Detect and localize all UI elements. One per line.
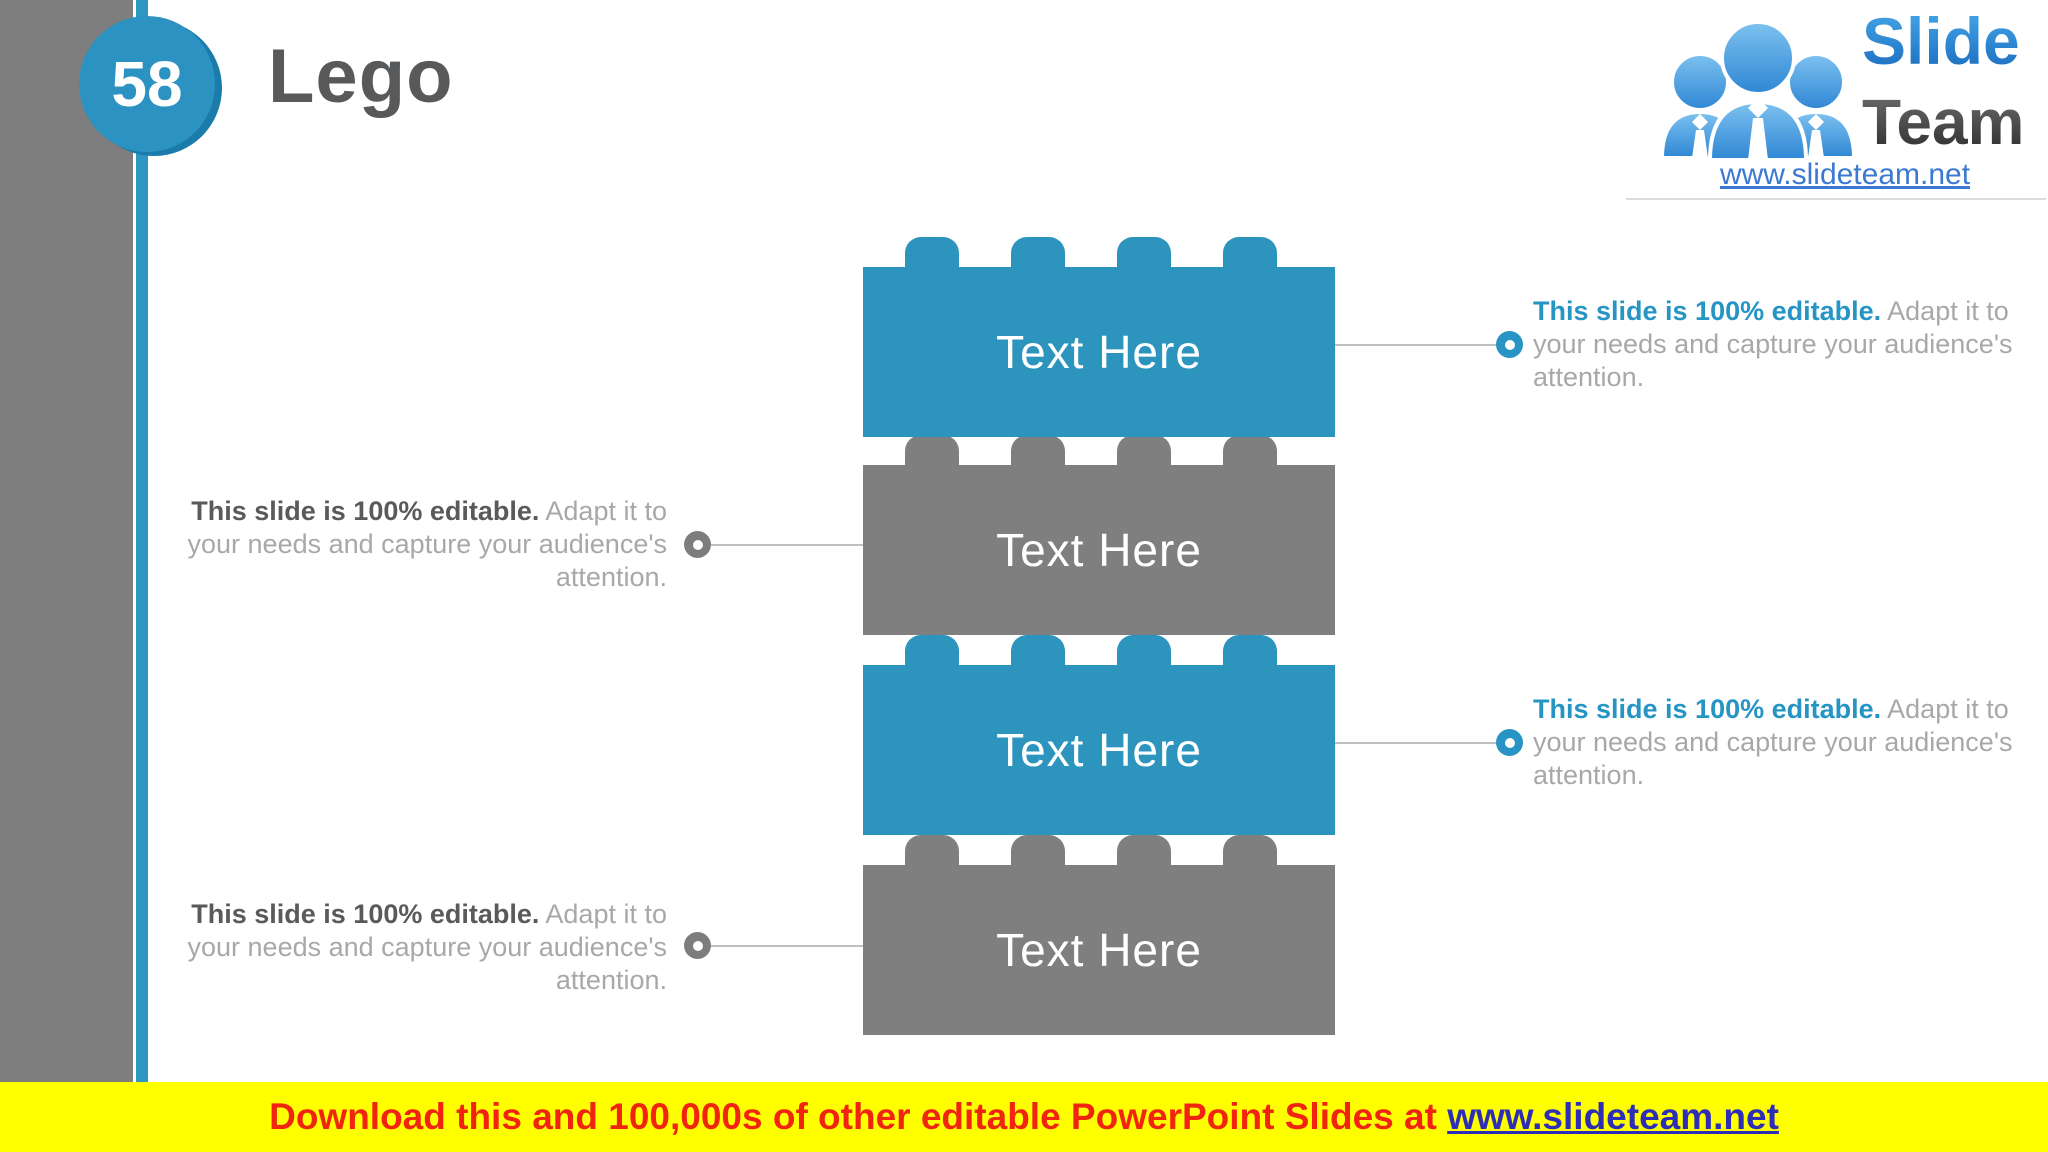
connector-dot: [684, 531, 711, 558]
connector-line: [1335, 742, 1497, 744]
annotation-note-right-2: This slide is 100% editable. Adapt it to…: [1533, 693, 2038, 792]
note-lead-text: This slide is 100% editable.: [1533, 296, 1882, 326]
logo-url-link[interactable]: www.slideteam.net: [1719, 158, 1971, 191]
banner-text: Download this and 100,000s of other edit…: [269, 1096, 1448, 1137]
connector-dot: [1496, 729, 1523, 756]
logo-word-slide: Slide: [1862, 4, 2020, 78]
note-body-text: Adapt it to your needs and capture your …: [187, 496, 667, 592]
connector-dot: [684, 932, 711, 959]
three-users-icon: [1659, 20, 1857, 160]
note-lead-text: This slide is 100% editable.: [191, 899, 540, 929]
note-body-text: Adapt it to your needs and capture your …: [1533, 694, 2013, 790]
slide-number: 58: [111, 48, 183, 120]
connector-line: [711, 544, 863, 546]
accent-vertical-line: [136, 0, 148, 1082]
annotation-note-left-1: This slide is 100% editable. Adapt it to…: [175, 495, 667, 594]
brick-label: Text Here: [863, 665, 1335, 835]
brick-label: Text Here: [863, 865, 1335, 1035]
slide-number-badge: 58: [79, 16, 215, 152]
promo-banner: Download this and 100,000s of other edit…: [0, 1082, 2048, 1152]
note-body-text: Adapt it to your needs and capture your …: [1533, 296, 2013, 392]
lego-brick-4: Text Here: [863, 835, 1335, 1035]
annotation-note-left-2: This slide is 100% editable. Adapt it to…: [175, 898, 667, 997]
brick-label: Text Here: [863, 267, 1335, 437]
logo-word-team: Team: [1862, 86, 2025, 158]
annotation-note-right-1: This slide is 100% editable. Adapt it to…: [1533, 295, 2038, 394]
lego-brick-3: Text Here: [863, 635, 1335, 835]
banner-link[interactable]: www.slideteam.net: [1447, 1096, 1779, 1137]
note-lead-text: This slide is 100% editable.: [1533, 694, 1882, 724]
brick-label: Text Here: [863, 465, 1335, 635]
connector-line: [711, 945, 863, 947]
logo-divider-line: [1626, 198, 2046, 200]
left-sidebar-strip: [0, 0, 133, 1082]
connector-dot: [1496, 331, 1523, 358]
slideteam-logo: Slide Team www.slideteam.net: [1620, 0, 2048, 210]
note-body-text: Adapt it to your needs and capture your …: [187, 899, 667, 995]
lego-brick-2: Text Here: [863, 435, 1335, 635]
connector-line: [1335, 344, 1497, 346]
note-lead-text: This slide is 100% editable.: [191, 496, 540, 526]
page-title: Lego: [268, 34, 454, 119]
lego-brick-1: Text Here: [863, 237, 1335, 437]
